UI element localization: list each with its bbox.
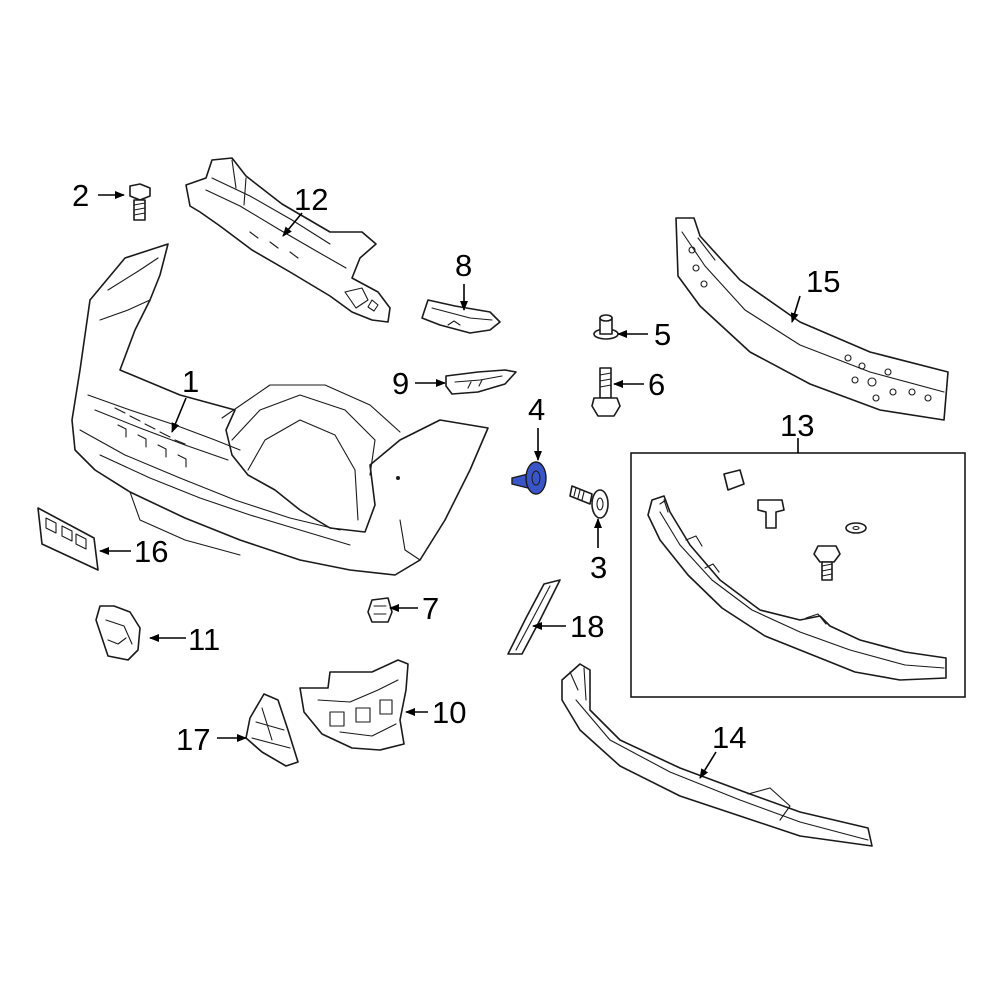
callout-13: 13 xyxy=(780,408,814,443)
callout-18: 18 xyxy=(570,609,604,644)
part-spoiler-14[interactable] xyxy=(561,663,873,847)
part-cover-17[interactable] xyxy=(245,693,299,767)
callout-9: 9 xyxy=(392,366,409,401)
part-bracket-9[interactable] xyxy=(445,369,517,395)
callout-8: 8 xyxy=(455,248,472,283)
callout-10: 10 xyxy=(432,695,466,730)
part-trim-18[interactable] xyxy=(507,579,561,655)
part-bracket-10[interactable] xyxy=(299,659,409,751)
callout-4: 4 xyxy=(528,392,545,427)
part-upper-bracket[interactable] xyxy=(185,157,391,323)
callout-7: 7 xyxy=(422,591,439,626)
part-bumper-cover[interactable] xyxy=(71,243,489,576)
part-bolt-2[interactable] xyxy=(129,183,151,221)
callout-6: 6 xyxy=(648,367,665,402)
callout-labels: 2 12 1 8 9 5 6 4 15 13 3 16 11 7 10 17 1… xyxy=(72,178,840,757)
callout-2: 2 xyxy=(72,178,89,213)
leader-lines xyxy=(98,191,801,779)
callout-5: 5 xyxy=(654,317,671,352)
callout-11: 11 xyxy=(188,622,220,657)
callout-12: 12 xyxy=(294,182,328,217)
callout-3: 3 xyxy=(590,550,607,585)
part-bracket-16[interactable] xyxy=(37,507,99,571)
callout-15: 15 xyxy=(806,264,840,299)
callout-16: 16 xyxy=(134,534,168,569)
callout-14: 14 xyxy=(712,720,746,755)
part-reinforcement-bar[interactable] xyxy=(675,217,949,421)
part-clip-5[interactable] xyxy=(593,314,619,340)
part-bracket-11[interactable] xyxy=(95,605,141,661)
callout-17: 17 xyxy=(176,722,210,757)
part-bolt-6[interactable] xyxy=(591,367,621,417)
part-screw-3[interactable] xyxy=(569,485,609,519)
part-clip-4-highlighted[interactable] xyxy=(511,461,547,495)
part-absorber-group-13[interactable] xyxy=(630,452,966,698)
part-clip-7[interactable] xyxy=(367,597,393,623)
part-bracket-8[interactable] xyxy=(421,299,501,334)
callout-1: 1 xyxy=(182,364,199,399)
